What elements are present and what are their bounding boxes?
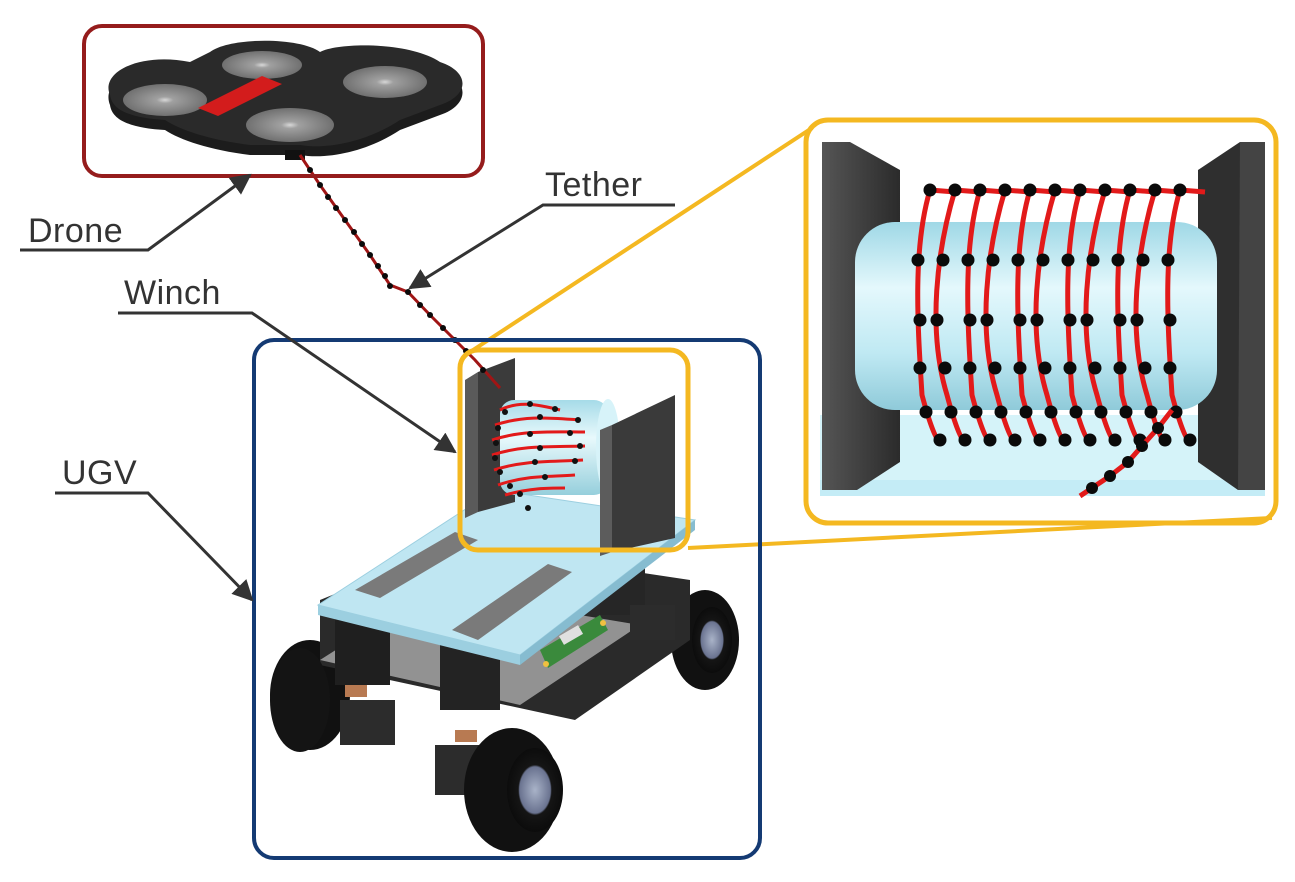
winch-zoom-box	[803, 117, 1279, 526]
coil-bead	[980, 313, 994, 327]
coil-bead	[1094, 405, 1108, 419]
coil-bead	[1013, 361, 1027, 375]
coil-bead	[1088, 361, 1102, 375]
coil-bead	[1011, 253, 1025, 267]
coil-bead	[963, 361, 977, 375]
coil-bead	[1058, 433, 1072, 447]
circuit-board	[540, 615, 608, 668]
coil-bead	[1008, 433, 1022, 447]
coil-bead	[973, 183, 987, 197]
coil-bead	[1063, 361, 1077, 375]
coil-loop	[1165, 189, 1192, 445]
wheel-front-right	[270, 648, 330, 752]
coil-bead	[1063, 313, 1077, 327]
coil-loop	[1083, 189, 1117, 445]
coil-bead	[1144, 405, 1158, 419]
coil-bead	[1036, 253, 1050, 267]
coil-bead	[1123, 183, 1137, 197]
coil-loop	[915, 189, 942, 445]
coil-bead	[936, 253, 950, 267]
coil-bead	[1061, 253, 1075, 267]
drone-callout: Drone	[20, 173, 252, 252]
tether-callout: Tether	[408, 166, 675, 290]
rail-left	[355, 532, 478, 598]
coil-bead	[1163, 361, 1177, 375]
coil-bead	[1108, 433, 1122, 447]
zoom-line-top	[468, 126, 814, 354]
coil-bead	[933, 433, 947, 447]
coil-bead	[923, 183, 937, 197]
coil-bead	[958, 433, 972, 447]
coil-bead	[1148, 183, 1162, 197]
coil-bead	[1013, 313, 1027, 327]
coil-bead	[1136, 253, 1150, 267]
coil-bead	[913, 361, 927, 375]
coil-bead	[1086, 253, 1100, 267]
coil-bead	[1048, 183, 1062, 197]
coil-bead	[1069, 405, 1083, 419]
coil-bead	[1098, 183, 1112, 197]
coil-bead	[1183, 433, 1197, 447]
coil-bead	[994, 405, 1008, 419]
coil-bead	[1073, 183, 1087, 197]
coil-bead	[1163, 313, 1177, 327]
coil-loop	[1033, 189, 1067, 445]
coil-bead	[1169, 405, 1183, 419]
ugv-label: UGV	[62, 454, 137, 492]
coil-bead	[919, 405, 933, 419]
coil-bead	[1019, 405, 1033, 419]
coil-loop	[965, 189, 992, 445]
wheel-front-left	[464, 728, 563, 852]
drone-box	[82, 24, 485, 178]
coil-loop	[1065, 189, 1092, 445]
coil-bead	[1119, 405, 1133, 419]
coil-bead	[988, 361, 1002, 375]
coil-bead	[986, 253, 1000, 267]
coil-bead	[938, 361, 952, 375]
rail-right	[452, 564, 572, 640]
drone-label: Drone	[28, 212, 123, 250]
coil-bead	[1111, 253, 1125, 267]
ugv-callout: UGV	[55, 454, 254, 602]
coil-bead	[969, 405, 983, 419]
coil-bead	[963, 313, 977, 327]
coil-bead	[1113, 313, 1127, 327]
ugv-icon	[270, 489, 739, 852]
winch-label: Winch	[124, 274, 221, 312]
coil-bead	[913, 313, 927, 327]
winch-box	[457, 347, 691, 553]
coil-bead	[911, 253, 925, 267]
winch-icon	[465, 358, 675, 556]
coil-loop	[983, 189, 1017, 445]
coil-bead	[1023, 183, 1037, 197]
coil-bead	[983, 433, 997, 447]
coil-bead	[961, 253, 975, 267]
coil-bead	[1113, 361, 1127, 375]
coil-loop	[933, 189, 967, 445]
coil-bead	[1083, 433, 1097, 447]
drone-icon	[108, 40, 463, 160]
coil-bead	[1130, 313, 1144, 327]
tether-label: Tether	[545, 166, 643, 204]
winch-zoom-view	[820, 142, 1265, 499]
coil-bead	[1080, 313, 1094, 327]
coil-bead	[944, 405, 958, 419]
winch-callout: Winch	[118, 274, 457, 454]
ugv-box	[252, 338, 762, 860]
coil-bead	[998, 183, 1012, 197]
coil-bead	[1044, 405, 1058, 419]
coil-loop	[1015, 189, 1042, 445]
coil-bead	[1158, 433, 1172, 447]
coil-bead	[1138, 361, 1152, 375]
coil-loop	[1115, 189, 1142, 445]
coil-bead	[948, 183, 962, 197]
coil-bead	[1038, 361, 1052, 375]
coil-bead	[930, 313, 944, 327]
coil-bead	[1030, 313, 1044, 327]
coil-bead	[1161, 253, 1175, 267]
coil-bead	[1173, 183, 1187, 197]
coil-bead	[1033, 433, 1047, 447]
